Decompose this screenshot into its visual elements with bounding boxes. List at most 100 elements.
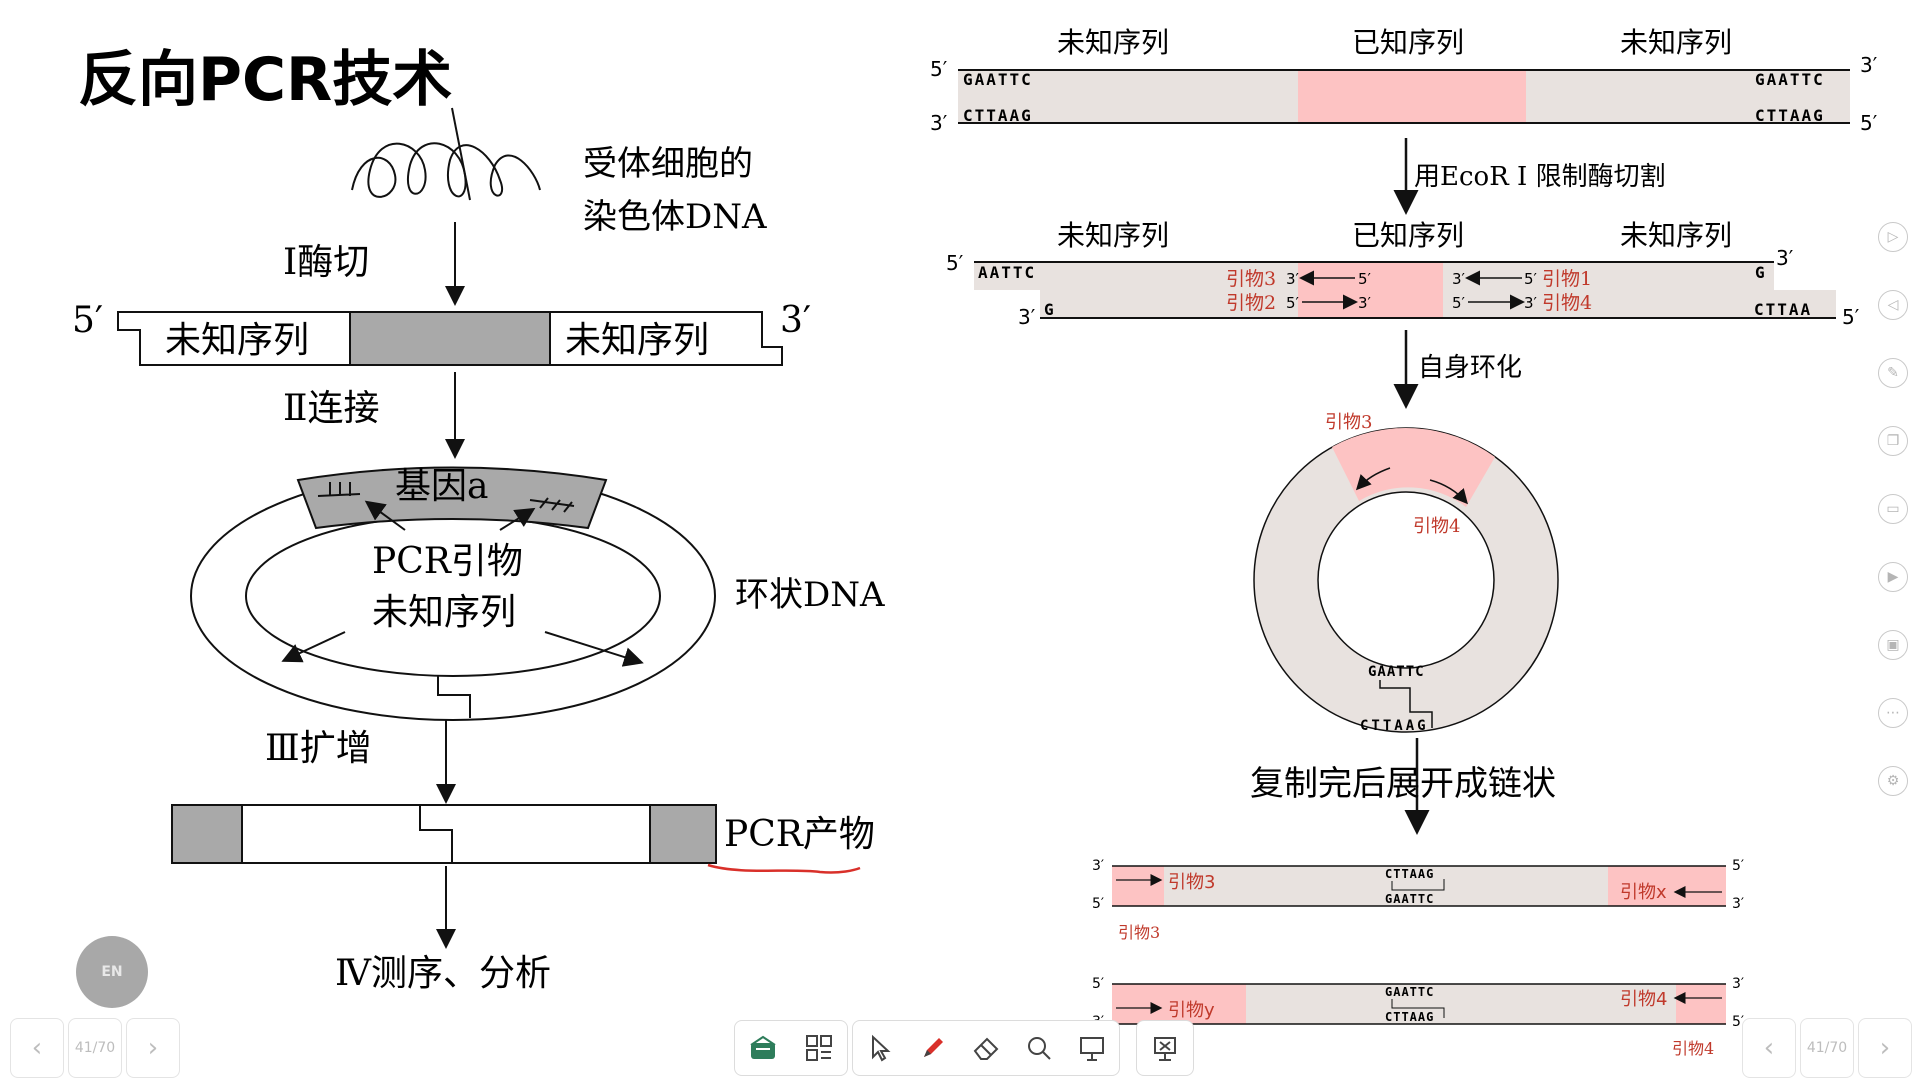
lin2-seq-top: GAATTC: [1385, 985, 1434, 999]
pen-off-icon[interactable]: ✎: [1878, 358, 1908, 388]
fragment-right: [549, 311, 783, 366]
arrow-primer-left: [364, 500, 406, 531]
product-middle: [241, 804, 651, 864]
end-5-label: 5′: [72, 300, 103, 341]
page-indicator-right: 41/70: [1800, 1018, 1854, 1078]
presenter-icon: [1080, 1037, 1105, 1061]
product-junction: [419, 805, 453, 863]
primer3-label: 引物3: [1226, 268, 1276, 290]
lin2-left-pink: [1112, 984, 1246, 1024]
lin1-primer3-below: 引物3: [1118, 923, 1160, 942]
grid-icon: [806, 1035, 832, 1061]
p3-5-end: 5′: [1358, 270, 1372, 288]
whiteboard-icon: [750, 1035, 776, 1059]
pen-button[interactable]: [906, 1021, 959, 1075]
mid-seq-tr: G: [1755, 263, 1765, 282]
settings-icon[interactable]: ⚙: [1878, 766, 1908, 796]
lin1-primer3-label: 引物3: [1168, 872, 1215, 893]
whiteboard-button[interactable]: [735, 1021, 791, 1075]
play-icon[interactable]: ▷: [1878, 222, 1908, 252]
chevron-right-icon: ›: [1879, 1033, 1891, 1063]
unknown-inner-label: 未知序列: [372, 592, 516, 633]
primer-mark-right: [529, 497, 575, 513]
search-icon: [1028, 1037, 1051, 1060]
mid-label-unknown-right: 未知序列: [1620, 219, 1732, 252]
chromosome-squiggle: [351, 142, 541, 198]
step-4-label: Ⅳ测序、分析: [335, 953, 551, 994]
toolbar-group-exit: [1136, 1020, 1194, 1076]
video-icon[interactable]: ▶: [1878, 562, 1908, 592]
arrow-inner-right: [544, 631, 644, 667]
circular-label: 环状DNA: [735, 575, 885, 615]
top-b3-label: 3′: [930, 111, 948, 135]
mid-3-label: 3′: [1776, 246, 1794, 270]
lin1-right-pink: [1608, 866, 1726, 906]
top-label-unknown-right: 未知序列: [1620, 26, 1732, 59]
mid-seq-br: CTTAA: [1754, 300, 1812, 319]
chromosome-label-1: 受体细胞的: [583, 144, 753, 184]
fragment-known: [349, 311, 551, 366]
product-right-block: [649, 804, 717, 864]
p4-5-end: 5′: [1452, 294, 1466, 312]
language-badge[interactable]: EN: [76, 936, 148, 1008]
prev-page-button-left[interactable]: ‹: [10, 1018, 64, 1078]
ring-right-known: [1332, 427, 1495, 507]
top-seq-br: CTTAAG: [1755, 106, 1825, 125]
p1-5-end: 5′: [1524, 270, 1538, 288]
ring-right-junction: [1379, 680, 1433, 728]
top-seq-tl: GAATTC: [963, 70, 1033, 89]
lin1-3-right: 3′: [1732, 896, 1744, 912]
next-page-button-right[interactable]: ›: [1858, 1018, 1912, 1078]
mid-label-known: 已知序列: [1352, 219, 1464, 252]
step-2-label: Ⅱ连接: [283, 388, 379, 429]
primer2-label: 引物2: [1226, 292, 1276, 314]
circularize-label: 自身环化: [1418, 353, 1522, 383]
back-icon[interactable]: ◁: [1878, 290, 1908, 320]
top-label-known: 已知序列: [1352, 26, 1464, 59]
chevron-left-icon: ‹: [1763, 1033, 1775, 1063]
arrow-inner-left: [281, 631, 346, 663]
chromosome-label-2: 染色体DNA: [583, 197, 767, 237]
top-seq-tr: GAATTC: [1755, 70, 1825, 89]
eraser-button[interactable]: [959, 1021, 1012, 1075]
keyboard-icon[interactable]: ▭: [1878, 494, 1908, 524]
lin1-primerx-label: 引物x: [1620, 882, 1667, 903]
pen-icon: [923, 1038, 943, 1057]
grid-button[interactable]: [791, 1021, 847, 1075]
mid-seq-bl: G: [1044, 300, 1054, 319]
search-button[interactable]: [1013, 1021, 1066, 1075]
presenter-button[interactable]: [1066, 1021, 1119, 1075]
toolbar-group-board: [734, 1020, 848, 1076]
end-3-label: 3′: [780, 300, 811, 341]
primer1-label: 引物1: [1542, 268, 1592, 290]
p2-5-end: 5′: [1286, 294, 1300, 312]
lin1-left-pink: [1112, 866, 1164, 906]
ring-right-inner: [1317, 491, 1495, 669]
copy-icon[interactable]: ❐: [1878, 426, 1908, 456]
cut-label: 用EcoR Ⅰ 限制酶切割: [1414, 162, 1666, 192]
top-5-label: 5′: [930, 57, 948, 81]
next-page-button-left[interactable]: ›: [126, 1018, 180, 1078]
top-label-unknown-left: 未知序列: [1057, 26, 1169, 59]
lin2-primer4-below: 引物4: [1672, 1039, 1714, 1058]
lin2-5-right: 5′: [1732, 1014, 1744, 1030]
top-seq-bl: CTTAAG: [963, 106, 1033, 125]
unknown-left-label: 未知序列: [165, 320, 309, 361]
pcr-product-underline: [707, 863, 861, 874]
mid-dna-known: [1298, 262, 1443, 318]
lin1-seq-top: CTTAAG: [1385, 867, 1434, 881]
ring-primer3-arrow: [1355, 467, 1391, 491]
pointer-button[interactable]: [853, 1021, 906, 1075]
lin1-5-left: 5′: [1092, 896, 1104, 912]
primer4-label: 引物4: [1542, 292, 1592, 314]
top-dna-known: [1298, 70, 1526, 123]
exit-button[interactable]: [1137, 1021, 1193, 1075]
unfold-label: 复制完后展开成链状: [1250, 764, 1556, 804]
more-icon[interactable]: ⋯: [1878, 698, 1908, 728]
prev-page-button-right[interactable]: ‹: [1742, 1018, 1796, 1078]
top-3-label: 3′: [1860, 53, 1878, 77]
chromosome-line: [451, 107, 471, 201]
p4-3-end: 3′: [1524, 294, 1538, 312]
screen-icon[interactable]: ▣: [1878, 630, 1908, 660]
mid-seq-tl: AATTC: [978, 263, 1036, 282]
